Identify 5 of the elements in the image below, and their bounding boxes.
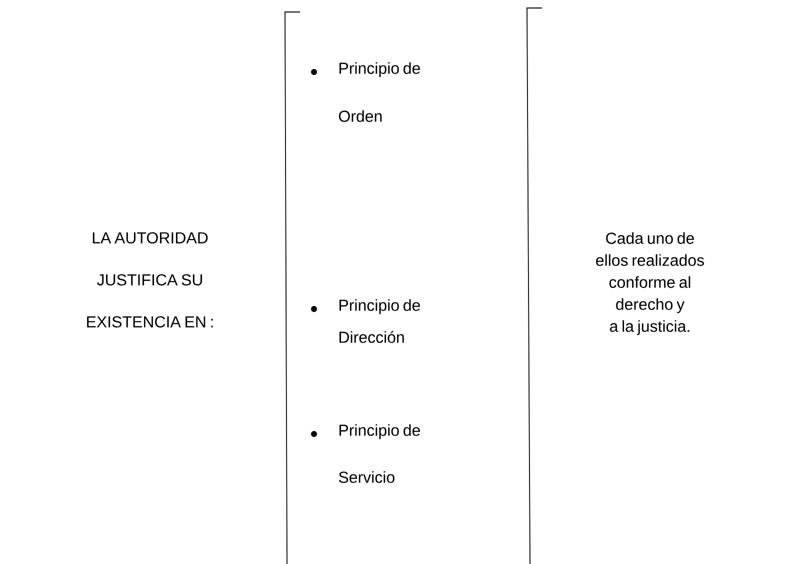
list-item: Principio de Dirección (311, 299, 420, 343)
note-text: Cada uno de ellos realizados conforme al derecho y a la justicia. (596, 232, 704, 336)
list-item: Principio de Servicio (311, 424, 420, 483)
statement-text: LA AUTORIDAD JUSTIFICA SU EXISTENCIA EN : (87, 232, 213, 328)
list-item: Principio de Orden (311, 62, 420, 122)
